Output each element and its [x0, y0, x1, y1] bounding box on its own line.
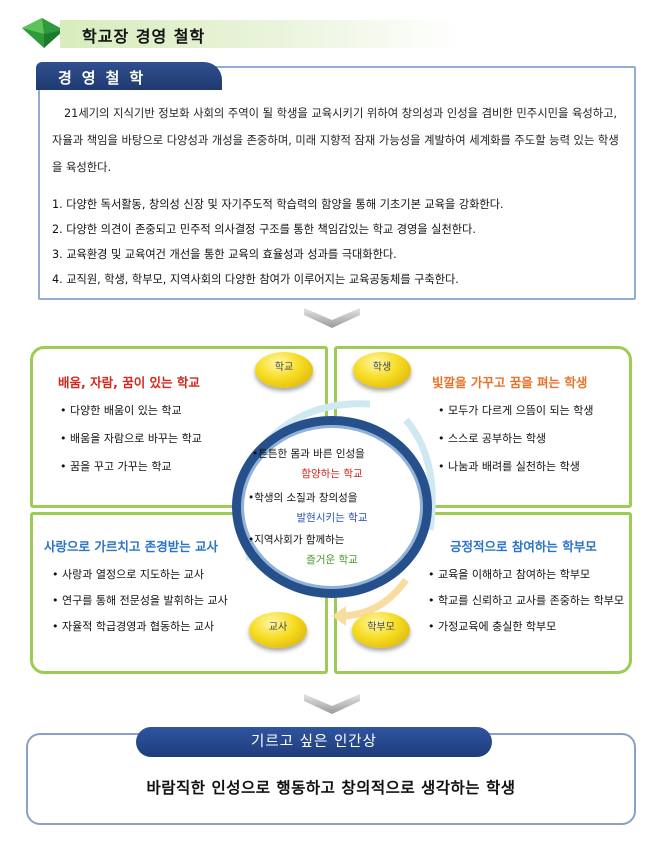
student-egg: 학생 [353, 352, 411, 388]
page-title: 학교장 경영 철학 [82, 27, 206, 46]
center-circle [232, 416, 432, 598]
center-highlight: 함양하는 학교 [301, 468, 363, 480]
goal-item: 4. 교직원, 학생, 학부모, 지역사회의 다양한 참여가 이루어지는 교육공… [52, 273, 459, 286]
school-egg: 학교 [255, 352, 313, 388]
school-item: • 배움을 자람으로 바꾸는 학교 [60, 432, 202, 445]
center-line: •지역사회가 함께하는 [248, 534, 345, 546]
green-gem-icon [22, 18, 64, 48]
page-title-banner: 학교장 경영 철학 [20, 14, 470, 54]
goal-item: 3. 교육환경 및 교육여건 개선을 통한 교육의 효율성과 성과를 극대화한다… [52, 248, 397, 261]
center-line: •튼튼한 몸과 바른 인성을 [252, 448, 365, 460]
center-line: •학생의 소질과 창의성을 [248, 492, 358, 504]
teacher-egg-label: 교사 [268, 622, 288, 633]
student-egg-label: 학생 [372, 362, 392, 373]
teacher-heading: 사랑으로 가르치고 존경받는 교사 [44, 539, 219, 554]
student-heading: 빛깔을 가꾸고 꿈을 펴는 학생 [432, 375, 588, 390]
parent-item: • 가정교육에 충실한 학부모 [428, 620, 557, 633]
student-item: • 모두가 다르게 으뜸이 되는 학생 [438, 404, 594, 417]
parent-heading: 긍정적으로 참여하는 학부모 [450, 539, 597, 554]
teacher-item: • 자율적 학급경영과 협동하는 교사 [52, 620, 215, 633]
teacher-item: • 연구를 통해 전문성을 발휘하는 교사 [52, 594, 228, 607]
philosophy-intro: 21세기의 지식기반 정보화 사회의 주역이 될 학생을 교육시키기 위하여 창… [52, 107, 619, 174]
ideal-box [26, 733, 636, 825]
down-arrow-icon [304, 694, 360, 714]
student-item: • 스스로 공부하는 학생 [438, 432, 547, 445]
philosophy-tab: 경영철학 [36, 62, 222, 90]
parent-egg: 학부모 [352, 612, 410, 648]
title-strip [60, 20, 460, 48]
parent-egg-label: 학부모 [367, 622, 395, 633]
teacher-egg: 교사 [249, 612, 307, 648]
center-highlight: 발현시키는 학교 [296, 512, 368, 524]
goal-item: 2. 다양한 의견이 존중되고 민주적 의사결정 구조를 통한 책임감있는 학교… [52, 223, 476, 236]
philosophy-box [38, 66, 636, 300]
parent-item: • 학교를 신뢰하고 교사를 존중하는 학부모 [428, 594, 625, 607]
center-highlight: 즐거운 학교 [306, 554, 358, 566]
goal-item: 1. 다양한 독서활동, 창의성 신장 및 자기주도적 학습력의 함양을 통해 … [52, 198, 504, 211]
teacher-item: • 사랑과 열정으로 지도하는 교사 [52, 568, 205, 581]
down-arrow-icon [304, 308, 360, 328]
philosophy-tab-label: 경영철학 [58, 69, 154, 87]
ideal-statement: 바람직한 인성으로 행동하고 창의적으로 생각하는 학생 [146, 779, 516, 797]
school-egg-label: 학교 [274, 362, 294, 373]
philosophy-goals: 1. 다양한 독서활동, 창의성 신장 및 자기주도적 학습력의 함양을 통해 … [52, 192, 622, 292]
ideal-tab: 기르고 싶은 인간상 [136, 727, 492, 757]
school-heading: 배움, 자람, 꿈이 있는 학교 [58, 375, 200, 390]
student-item: • 나눔과 배려를 실천하는 학생 [438, 460, 580, 473]
parent-item: • 교육을 이해하고 참여하는 학부모 [428, 568, 591, 581]
school-item: • 다양한 배움이 있는 학교 [60, 404, 182, 417]
school-item: • 꿈을 꾸고 가꾸는 학교 [60, 460, 172, 473]
